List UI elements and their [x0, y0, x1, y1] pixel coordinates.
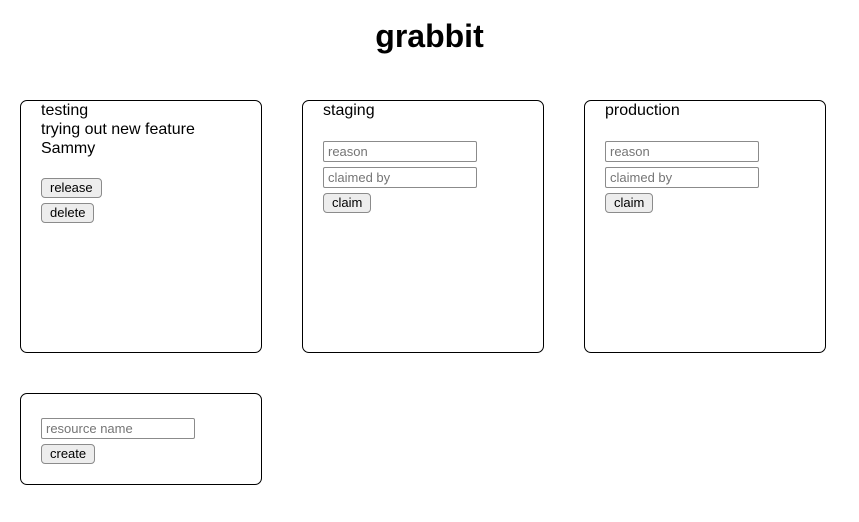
- resource-cards-row: testing trying out new feature Sammy rel…: [0, 100, 859, 353]
- resource-card-production: production claim: [584, 100, 826, 353]
- resource-name-label: production: [605, 102, 680, 119]
- resource-name-input[interactable]: [41, 418, 195, 439]
- create-resource-card: create: [20, 393, 262, 485]
- resource-name-label: staging: [323, 102, 375, 119]
- page-title: grabbit: [375, 18, 484, 54]
- claim-form: claim: [605, 141, 805, 213]
- resource-card-staging: staging claim: [302, 100, 544, 353]
- claim-button[interactable]: claim: [605, 193, 654, 213]
- resource-actions: release delete: [41, 178, 241, 223]
- claim-button[interactable]: claim: [323, 193, 372, 213]
- create-row: create: [0, 393, 859, 485]
- resource-name-label: testing: [41, 102, 89, 119]
- reason-input[interactable]: [605, 141, 759, 162]
- create-button[interactable]: create: [41, 444, 96, 464]
- claimed-by-input[interactable]: [605, 167, 759, 188]
- resource-reason-label: trying out new feature: [41, 121, 195, 138]
- claim-form: claim: [323, 141, 523, 213]
- delete-button[interactable]: delete: [41, 203, 95, 223]
- reason-input[interactable]: [323, 141, 477, 162]
- create-form: create: [41, 418, 241, 464]
- resource-card-testing: testing trying out new feature Sammy rel…: [20, 100, 262, 353]
- resource-claimed-by-label: Sammy: [41, 140, 96, 157]
- claimed-by-input[interactable]: [323, 167, 477, 188]
- release-button[interactable]: release: [41, 178, 102, 198]
